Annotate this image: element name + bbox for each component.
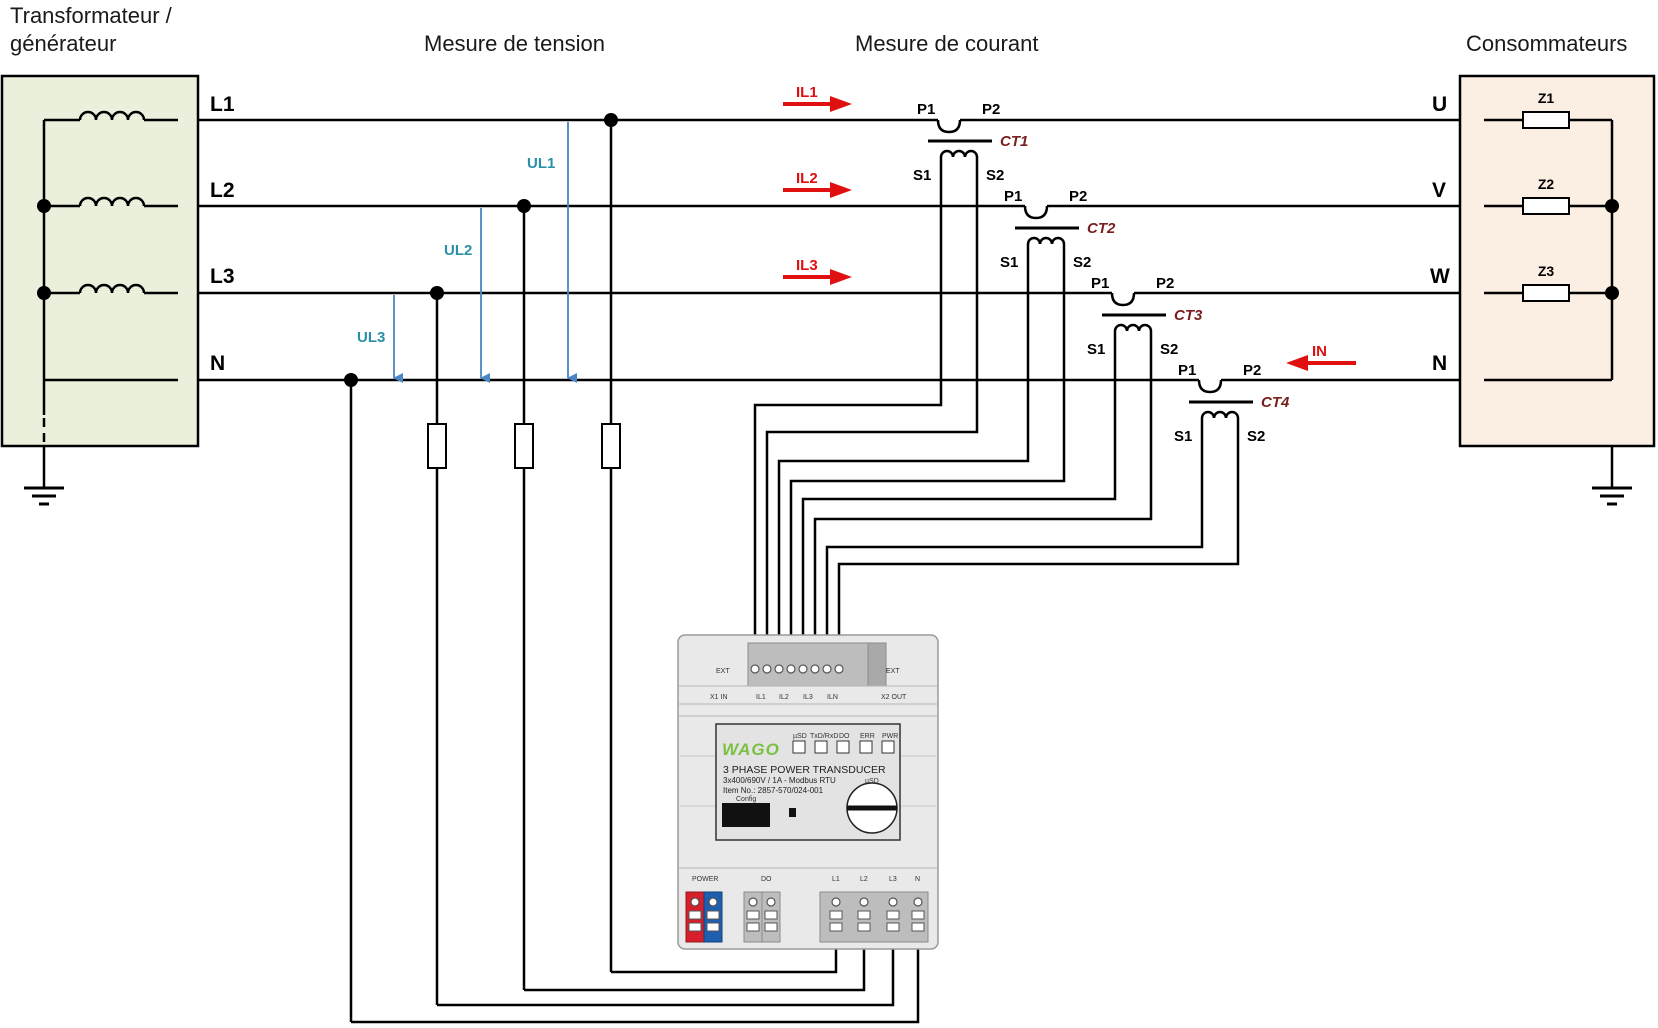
header-current-measure: Mesure de courant [855, 31, 1038, 56]
line-label-l1: L1 [210, 93, 235, 116]
current-label-il3: IL3 [796, 257, 818, 274]
terminal-label-n: N [1432, 352, 1447, 375]
line-label-l2: L2 [210, 179, 235, 202]
voltage-tap-l1 [601, 113, 621, 972]
ct4-s1-label: S1 [1174, 428, 1192, 445]
voltage-tap-l2 [514, 199, 534, 990]
current-arrow-il3 [783, 269, 852, 285]
device-item-number: Item No.: 2857-570/024-001 [723, 786, 824, 795]
current-transformer-ct1 [928, 139, 992, 165]
ct2-p1-label: P1 [1004, 188, 1022, 205]
device-channel-iln: ILN [827, 694, 838, 701]
device-spec: 3x400/690V / 1A - Modbus RTU [723, 776, 836, 785]
source-box [0, 74, 200, 448]
device-channel-il2: IL2 [779, 694, 789, 701]
bus-line-l2 [198, 204, 1460, 220]
ct1-p2-label: P2 [982, 101, 1000, 118]
voltage-tap-l3 [427, 286, 447, 1005]
ct4-s2-label: S2 [1247, 428, 1265, 445]
terminal-n-label: N [915, 876, 920, 883]
ct-secondary-wiring [753, 165, 1240, 669]
led-label-do: DO [839, 733, 850, 740]
ct3-name-label: CT3 [1174, 307, 1203, 324]
terminal-label-v: V [1432, 179, 1446, 202]
ct2-p2-label: P2 [1069, 188, 1087, 205]
ct1-p1-label: P1 [917, 101, 935, 118]
ct2-s1-label: S1 [1000, 254, 1018, 271]
bus-line-l3 [198, 291, 1460, 307]
bus-line-n [198, 378, 1460, 394]
device-x1-in-label: X1 IN [710, 694, 728, 701]
terminal-label-u: U [1432, 93, 1447, 116]
current-transformer-ct3 [1102, 313, 1166, 339]
ct4-p2-label: P2 [1243, 362, 1261, 379]
impedance-z2-label: Z2 [1538, 176, 1555, 192]
voltage-label-ul3: UL3 [357, 329, 385, 346]
ct3-s2-label: S2 [1160, 341, 1178, 358]
current-arrow-il1 [783, 96, 852, 112]
ground-symbol-consumer [1592, 446, 1632, 506]
device-title: 3 PHASE POWER TRANSDUCER [723, 764, 886, 776]
wago-logo: WAGO [722, 740, 780, 759]
current-label-il2: IL2 [796, 170, 818, 187]
led-label-txrx: TxD/RxD [810, 733, 838, 740]
ct3-p2-label: P2 [1156, 275, 1174, 292]
led-label-err: ERR [860, 733, 875, 740]
terminal-l2-label: L2 [860, 876, 868, 883]
ground-symbol-source [24, 445, 64, 506]
ct2-s2-label: S2 [1073, 254, 1091, 271]
terminal-label-w: W [1430, 265, 1450, 288]
do-terminal-label: DO [761, 876, 772, 883]
header-source-line2: générateur [10, 31, 116, 56]
current-label-in: IN [1312, 343, 1327, 360]
ct4-p1-label: P1 [1178, 362, 1196, 379]
header-voltage-measure: Mesure de tension [424, 31, 605, 56]
consumer-box [1458, 74, 1656, 448]
ct1-s2-label: S2 [986, 167, 1004, 184]
ct2-name-label: CT2 [1087, 220, 1116, 237]
line-label-n: N [210, 352, 225, 375]
current-label-il1: IL1 [796, 84, 818, 101]
line-label-l3: L3 [210, 265, 235, 288]
winding-l1 [44, 110, 178, 122]
device-ext-left-label: EXT [716, 668, 730, 675]
power-terminal-label: POWER [692, 876, 718, 883]
ct3-s1-label: S1 [1087, 341, 1105, 358]
voltage-label-ul1: UL1 [527, 155, 555, 172]
device-x2-out-label: X2 OUT [881, 694, 907, 701]
header-source-line1: Transformateur / [10, 3, 173, 28]
device-channel-il3: IL3 [803, 694, 813, 701]
device-channel-il1: IL1 [756, 694, 766, 701]
header-consumers: Consommateurs [1466, 31, 1627, 56]
bus-line-l1 [198, 118, 1460, 134]
impedance-z3-label: Z3 [1538, 263, 1555, 279]
impedance-z1-label: Z1 [1538, 90, 1555, 106]
wago-power-transducer [677, 634, 939, 950]
ct4-name-label: CT4 [1261, 394, 1290, 411]
current-arrow-in [1286, 355, 1356, 371]
terminal-l1-label: L1 [832, 876, 840, 883]
ct3-p1-label: P1 [1091, 275, 1109, 292]
ct1-s1-label: S1 [913, 167, 931, 184]
current-arrow-il2 [783, 182, 852, 198]
ct1-name-label: CT1 [1000, 133, 1028, 150]
device-ext-right-label: EXT [886, 668, 900, 675]
current-transformer-ct2 [1015, 226, 1079, 252]
voltage-tap-n [344, 373, 358, 1022]
usd-slot-label: µSD [865, 778, 879, 785]
current-transformer-ct4 [1189, 400, 1253, 426]
voltage-label-ul2: UL2 [444, 242, 472, 259]
config-port-label: Config [736, 796, 756, 803]
led-label-usd: µSD [793, 733, 807, 740]
led-label-pwr: PWR [882, 733, 898, 740]
terminal-l3-label: L3 [889, 876, 897, 883]
